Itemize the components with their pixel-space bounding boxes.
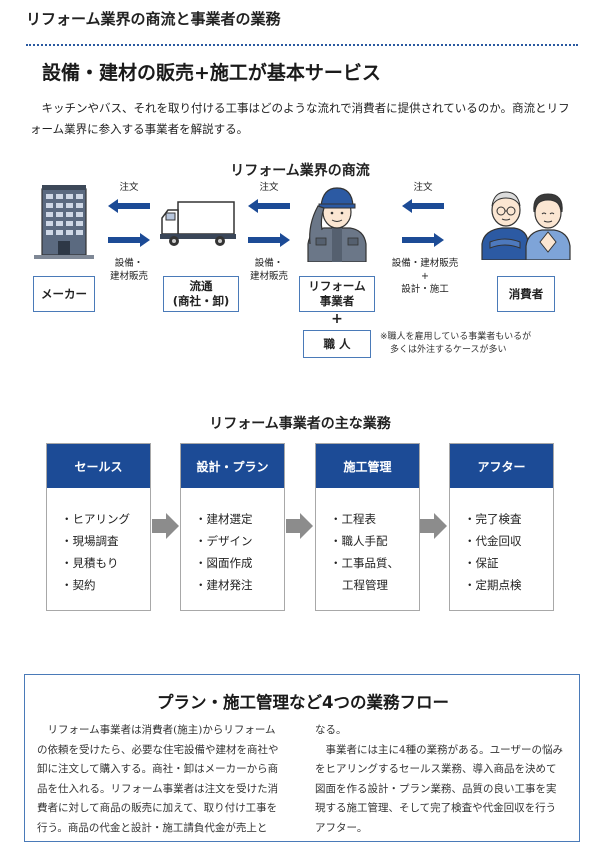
- supply-label-2: 設備・建材販売: [249, 258, 288, 282]
- list-item: ・図面作成: [195, 556, 253, 570]
- worker-icon: [307, 187, 367, 262]
- consumer-box: 消費者: [497, 276, 555, 312]
- article-paragraph: リフォーム事業者は消費者(施主)からリフォームの依頼を受けたら、必要な住宅設備や…: [37, 724, 279, 834]
- list-item: ・定期点検: [464, 578, 522, 592]
- truck-icon: [160, 201, 236, 246]
- maker-box: メーカー: [33, 276, 95, 312]
- list-item: 工程管理: [342, 578, 388, 592]
- stage-card-design: 設計・プラン ・建材選定 ・デザイン ・図面作成 ・建材発注: [180, 443, 285, 611]
- supply-arrow-3: [402, 233, 444, 247]
- list-item: ・デザイン: [195, 534, 253, 548]
- business-title: リフォーム事業者の主な業務: [209, 416, 391, 432]
- order-label-1: 注文: [119, 182, 139, 193]
- list-item: ・代金回収: [464, 534, 522, 548]
- stage-card-after: アフター ・完了検査 ・代金回収 ・保証 ・定期点検: [449, 443, 554, 611]
- list-item: ・職人手配: [330, 534, 388, 548]
- article-title: プラン・施工管理など4つの業務フロー: [157, 693, 449, 712]
- craftsman-box: 職 人: [303, 330, 371, 358]
- craftsman-note: ※職人を雇用している事業者もいるが多くは外注するケースが多い: [380, 332, 532, 355]
- stage-header: 施工管理: [316, 444, 419, 488]
- article-paragraph: なる。: [315, 724, 347, 736]
- article-column-1: リフォーム事業者は消費者(施主)からリフォームの依頼を受けたら、必要な住宅設備や…: [37, 721, 285, 838]
- article-paragraph: 事業者には主に4種の業務がある。ユーザーの悩みをヒアリングするセールス業務、導入…: [315, 743, 563, 834]
- stage-header: セールス: [47, 444, 150, 488]
- order-arrow-3: [402, 199, 444, 213]
- supply-label-1: 設備・建材販売: [109, 258, 148, 282]
- stage-arrow-2: [286, 513, 313, 539]
- reform-company-box: リフォーム事業者: [299, 276, 375, 312]
- list-item: ・完了検査: [464, 512, 522, 526]
- list-item: ・建材選定: [195, 512, 253, 526]
- list-item: ・保証: [464, 556, 499, 570]
- list-item: ・契約: [61, 578, 96, 592]
- list-item: ・ヒアリング: [61, 512, 130, 526]
- building-icon: [34, 185, 94, 259]
- dotted-divider: [26, 44, 578, 46]
- supply-arrow-1: [108, 233, 150, 247]
- supply-arrow-2: [248, 233, 290, 247]
- order-arrow-2: [248, 199, 290, 213]
- stage-card-construction: 施工管理 ・工程表 ・職人手配 ・工事品質、 工程管理: [315, 443, 420, 611]
- distribution-box: 流通(商社・卸): [163, 276, 239, 312]
- list-item: ・工程表: [330, 512, 376, 526]
- stage-arrow-1: [152, 513, 179, 539]
- list-item: ・現場調査: [61, 534, 119, 548]
- article-column-2: なる。 事業者には主に4種の業務がある。ユーザーの悩みをヒアリングするセールス業…: [315, 721, 563, 838]
- list-item: ・建材発注: [195, 578, 253, 592]
- order-label-2: 注文: [259, 182, 279, 193]
- list-item: ・見積もり: [61, 556, 119, 570]
- article-box: プラン・施工管理など4つの業務フロー リフォーム事業者は消費者(施主)からリフォ…: [24, 674, 580, 842]
- intro-paragraph: キッチンやバス、それを取り付ける工事はどのような流れで消費者に提供されているのか…: [30, 101, 570, 136]
- consumer-supply-label: 設備・建材販売+設計・施工: [391, 258, 459, 295]
- stage-header: 設計・プラン: [181, 444, 284, 488]
- section-label: リフォーム業界の商流と事業者の業務: [26, 10, 281, 28]
- order-arrow-1: [108, 199, 150, 213]
- stage-arrow-3: [420, 513, 447, 539]
- flow-title: リフォーム業界の商流: [230, 163, 370, 179]
- stage-header: アフター: [450, 444, 553, 488]
- page-title: 設備・建材の販売+施工が基本サービス: [42, 62, 381, 84]
- plus-sign: +: [331, 311, 343, 327]
- elderly-couple-icon: [481, 191, 571, 260]
- list-item: ・工事品質、: [330, 556, 399, 570]
- stage-card-sales: セールス ・ヒアリング ・現場調査 ・見積もり ・契約: [46, 443, 151, 611]
- order-label-3: 注文: [413, 182, 433, 193]
